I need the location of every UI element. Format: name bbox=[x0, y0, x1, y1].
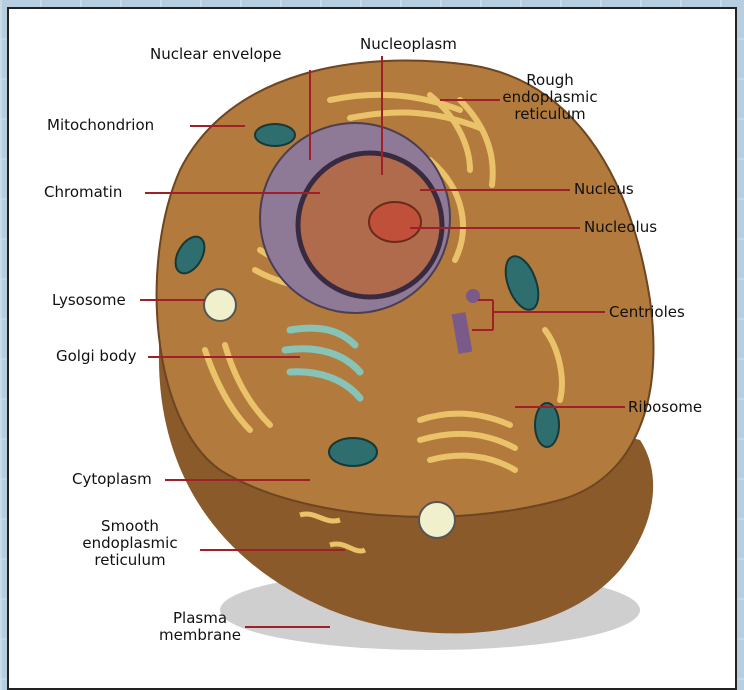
label-rough-endoplasmic-reticulum: Rough endoplasmic reticulum bbox=[500, 72, 600, 123]
label-lysosome: Lysosome bbox=[52, 292, 126, 309]
label-mitochondrion: Mitochondrion bbox=[47, 117, 154, 134]
label-plasma-membrane: Plasma membrane bbox=[150, 610, 250, 644]
label-ribosome: Ribosome bbox=[628, 399, 702, 416]
label-golgi-body: Golgi body bbox=[56, 348, 137, 365]
label-smooth-endoplasmic-reticulum: Smooth endoplasmic reticulum bbox=[60, 518, 200, 569]
label-chromatin: Chromatin bbox=[44, 184, 122, 201]
label-cytoplasm: Cytoplasm bbox=[72, 471, 152, 488]
lysosome-shape-2 bbox=[419, 502, 455, 538]
label-nucleus: Nucleus bbox=[574, 181, 634, 198]
label-nucleolus: Nucleolus bbox=[584, 219, 657, 236]
nucleolus-shape bbox=[369, 202, 421, 242]
label-centrioles: Centrioles bbox=[609, 304, 685, 321]
label-nuclear-envelope: Nuclear envelope bbox=[150, 46, 281, 63]
lysosome-shape bbox=[204, 289, 236, 321]
label-nucleoplasm: Nucleoplasm bbox=[360, 36, 457, 53]
